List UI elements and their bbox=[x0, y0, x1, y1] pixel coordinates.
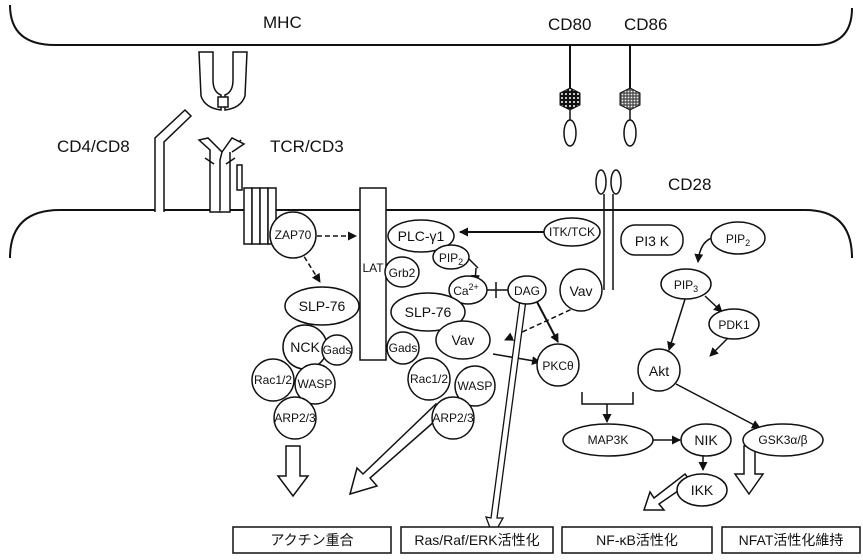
cd86-molecule bbox=[620, 45, 640, 146]
tcrcd3-label: TCR/CD3 bbox=[270, 137, 344, 156]
itk-label: ITK/TCK bbox=[549, 225, 595, 239]
pip2a-base: PIP bbox=[439, 251, 458, 265]
ikk-label: IKK bbox=[691, 482, 714, 498]
wasp2-label: WASP bbox=[458, 379, 493, 393]
pip2a-sub: 2 bbox=[458, 257, 463, 267]
akt-label: Akt bbox=[649, 363, 669, 379]
gsk-label: GSK3α/β bbox=[758, 433, 807, 447]
dag-label: DAG bbox=[514, 284, 540, 298]
nfkb-label: NF-κB活性化 bbox=[596, 532, 678, 548]
ras-activation-arrow bbox=[486, 300, 526, 536]
rac2-label: Rac1/2 bbox=[410, 372, 448, 386]
grb2-label: Grb2 bbox=[389, 266, 416, 280]
cd80-molecule bbox=[560, 45, 580, 146]
gads2-label: Gads bbox=[389, 341, 418, 355]
actin-label: アクチン重合 bbox=[270, 532, 353, 548]
gads1-label: Gads bbox=[323, 343, 352, 357]
slp76b-label: SLP-76 bbox=[405, 304, 452, 320]
cd28-label: CD28 bbox=[668, 175, 711, 194]
cd4cd8-label: CD4/CD8 bbox=[57, 137, 130, 156]
plc-label: PLC-γ1 bbox=[398, 228, 445, 244]
slp76a-label: SLP-76 bbox=[299, 298, 346, 314]
pkc-label: PKCθ bbox=[542, 359, 574, 373]
apc-membrane bbox=[10, 5, 852, 45]
output-boxes: アクチン重合 Ras/Raf/ERK活性化 NF-κB活性化 NFAT活性化維持 bbox=[233, 527, 860, 553]
pip3-sub: 3 bbox=[693, 284, 698, 294]
ca-base: Ca bbox=[453, 284, 469, 298]
vav1-label: Vav bbox=[569, 283, 592, 299]
ras-label: Ras/Raf/ERK活性化 bbox=[414, 532, 539, 548]
molecule-shapes bbox=[252, 212, 823, 506]
lat-label: LAT bbox=[362, 261, 384, 275]
pi3k-label: PI3 K bbox=[635, 233, 670, 249]
zap70-label: ZAP70 bbox=[275, 228, 312, 242]
rac1-label: Rac1/2 bbox=[254, 373, 292, 387]
mhc-label: MHC bbox=[263, 13, 302, 32]
nik-label: NIK bbox=[694, 432, 718, 448]
cd86-label: CD86 bbox=[624, 15, 667, 34]
pdk1-label: PDK1 bbox=[718, 318, 750, 332]
map3k-label: MAP3K bbox=[588, 433, 629, 447]
wasp1-label: WASP bbox=[298, 377, 333, 391]
arp1-label: ARP2/3 bbox=[274, 411, 316, 425]
vav2-label: Vav bbox=[451, 332, 474, 348]
cd80-label: CD80 bbox=[548, 15, 591, 34]
arp2-label: ARP2/3 bbox=[432, 411, 474, 425]
pip2b-sub: 2 bbox=[745, 238, 750, 248]
nck-label: NCK bbox=[290, 339, 320, 355]
nfat-label: NFAT活性化維持 bbox=[739, 532, 844, 548]
mhc-molecule bbox=[199, 52, 247, 110]
ca-sup: 2+ bbox=[469, 282, 479, 292]
cd4-cd8-molecule bbox=[155, 110, 191, 212]
pip2b-base: PIP bbox=[726, 232, 745, 246]
pip3-base: PIP bbox=[674, 278, 693, 292]
